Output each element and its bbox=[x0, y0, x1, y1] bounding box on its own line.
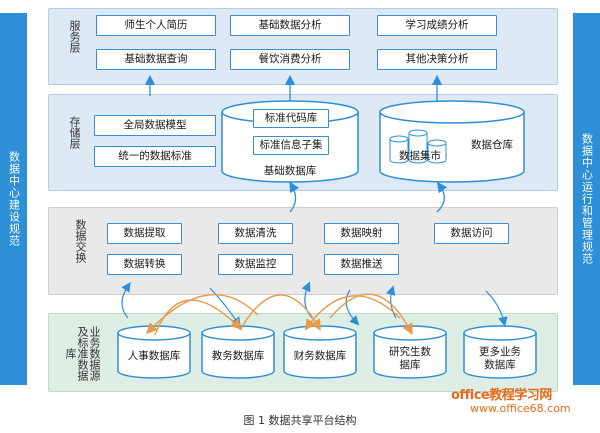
construction-standard-bar: 数据中心建设规范 bbox=[0, 13, 27, 385]
exchange-layer-panel bbox=[48, 207, 558, 295]
exchange-item[interactable]: 数据推送 bbox=[324, 254, 399, 275]
data-warehouse-label: 数据仓库 bbox=[471, 139, 513, 151]
service-item[interactable]: 其他决策分析 bbox=[377, 49, 497, 70]
source-database-label: 人事数据库 bbox=[127, 350, 181, 362]
source-database-cylinder-top bbox=[283, 325, 357, 341]
data-flow-arcs bbox=[146, 293, 413, 336]
service-item[interactable]: 基础数据分析 bbox=[230, 15, 350, 36]
service-item[interactable]: 师生个人简历 bbox=[96, 15, 216, 36]
service-layer-label: 服务层 bbox=[68, 20, 81, 53]
base-database-label: 基础数据库 bbox=[263, 165, 317, 177]
source-database-cylinder[interactable] bbox=[201, 333, 275, 379]
source-database-cylinder[interactable] bbox=[463, 333, 537, 379]
service-item[interactable]: 餐饮消费分析 bbox=[230, 49, 350, 70]
standard-code-library-box[interactable]: 标准代码库 bbox=[253, 109, 329, 128]
source-database-cylinder-top bbox=[117, 325, 191, 341]
operation-standard-label: 数据中心运行和管理规范 bbox=[580, 133, 594, 265]
service-item[interactable]: 基础数据查询 bbox=[96, 49, 216, 70]
standard-info-subset-box[interactable]: 标准信息子集 bbox=[253, 136, 329, 155]
data-mart-label: 数据集市 bbox=[399, 150, 441, 162]
source-database-label: 教务数据库 bbox=[211, 350, 265, 362]
source-database-label: 更多业务数据库 bbox=[479, 346, 521, 371]
source-database-cylinder-top bbox=[373, 325, 447, 341]
source-database-cylinder[interactable] bbox=[373, 333, 447, 379]
watermark-brand: office教程学习网 bbox=[451, 388, 552, 403]
data-mart-cylinders bbox=[389, 129, 447, 164]
exchange-to-storage-arrows bbox=[289, 181, 448, 213]
source-layer-label: 业务数据源及标准数据库 bbox=[64, 325, 101, 381]
exchange-item[interactable]: 数据访问 bbox=[434, 223, 509, 244]
source-database-cylinders bbox=[117, 325, 537, 379]
watermark-url: www.office68.com bbox=[470, 402, 571, 415]
exchange-item[interactable]: 数据清洗 bbox=[218, 223, 293, 244]
storage-item[interactable]: 统一的数据标准 bbox=[94, 146, 216, 167]
source-database-cylinder-top bbox=[463, 325, 537, 341]
exchange-layer-label: 数据交换 bbox=[74, 219, 87, 263]
service-item[interactable]: 学习成绩分析 bbox=[377, 15, 497, 36]
operation-standard-bar: 数据中心运行和管理规范 bbox=[573, 13, 600, 385]
exchange-item[interactable]: 数据映射 bbox=[324, 223, 399, 244]
warehouse-cylinder bbox=[379, 100, 525, 183]
figure-caption: 图 1 数据共享平台结构 bbox=[243, 414, 357, 427]
storage-layer-label: 存储层 bbox=[68, 116, 81, 149]
storage-to-service-arrows bbox=[144, 74, 443, 104]
source-database-cylinder[interactable] bbox=[283, 333, 357, 379]
source-database-cylinder-top bbox=[201, 325, 275, 341]
construction-standard-label: 数据中心建设规范 bbox=[7, 151, 21, 247]
source-database-label: 财务数据库 bbox=[293, 350, 347, 362]
exchange-item[interactable]: 数据监控 bbox=[218, 254, 293, 275]
exchange-item[interactable]: 数据转换 bbox=[107, 254, 182, 275]
exchange-item[interactable]: 数据提取 bbox=[107, 223, 182, 244]
source-database-cylinder[interactable] bbox=[117, 333, 191, 379]
source-database-label: 研究生数据库 bbox=[389, 346, 431, 371]
storage-item[interactable]: 全局数据模型 bbox=[94, 115, 216, 136]
